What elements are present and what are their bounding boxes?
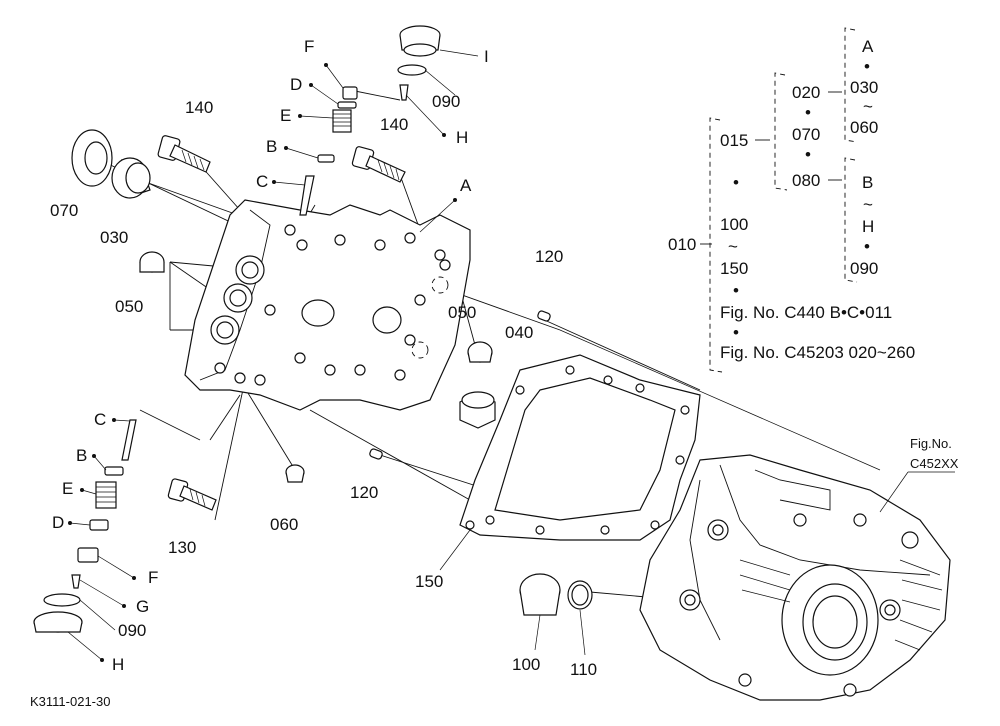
letter-G: G — [136, 597, 149, 616]
tree-dot-5: • — [864, 57, 870, 76]
tree-dot-1: • — [733, 173, 739, 192]
letter-H-upper: H — [456, 128, 468, 147]
tree-root: 010 — [668, 235, 696, 254]
tree-dot-6: • — [864, 237, 870, 256]
letter-F-upper: F — [304, 37, 314, 56]
tree-grpB-H: H — [862, 217, 874, 236]
tree-dot-2: • — [733, 281, 739, 300]
tree-fig-2: Fig. No. C45203 020~260 — [720, 343, 915, 362]
tree-grpA-060: 060 — [850, 118, 878, 137]
callout-100: 100 — [512, 655, 540, 674]
plug-060 — [285, 464, 305, 483]
fig-ref-case: Fig.No. C452XX — [879, 436, 959, 513]
fig-ref-line2: C452XX — [910, 456, 959, 471]
valve-cover — [184, 199, 471, 411]
letter-C-lower: C — [94, 410, 106, 429]
callout-150: 150 — [415, 572, 443, 591]
letter-F-lower: F — [148, 568, 158, 587]
letter-I: I — [484, 47, 489, 66]
letter-H-lower: H — [112, 655, 124, 674]
tree-150: 150 — [720, 259, 748, 278]
callout-040: 040 — [505, 323, 533, 342]
oring-090-lower — [43, 593, 81, 607]
callout-030: 030 — [100, 228, 128, 247]
pin-120-lower — [369, 448, 383, 460]
letter-D-lower: D — [52, 513, 64, 532]
callout-140-left: 140 — [185, 98, 213, 117]
bolt-140-right — [351, 146, 406, 183]
tree-100: 100 — [720, 215, 748, 234]
plug-050-left — [139, 251, 165, 273]
oring-110 — [567, 580, 593, 610]
callout-labels: 070 030 050 140 140 050 040 120 120 060 … — [50, 37, 597, 679]
tree-grpA-A: A — [862, 37, 874, 56]
footer-code: K3111-021-30 — [30, 694, 110, 709]
plug-050-right — [467, 341, 493, 363]
letter-E-upper: E — [280, 106, 291, 125]
tree-fig-1: Fig. No. C440 B•C•011 — [720, 303, 892, 322]
tree-grpB-090: 090 — [850, 259, 878, 278]
tree-tilde-2: ~ — [863, 97, 873, 116]
letter-E-lower: E — [62, 479, 73, 498]
letter-B-upper: B — [266, 137, 277, 156]
oring-090-upper — [397, 64, 427, 76]
tree-dot-3: • — [805, 103, 811, 122]
variant-tree: 010 015 • 100 ~ 150 • 020 • 070 • 080 A … — [668, 27, 915, 373]
tree-020: 020 — [792, 83, 820, 102]
callout-060: 060 — [270, 515, 298, 534]
tree-015: 015 — [720, 131, 748, 150]
bearing-070 — [71, 129, 113, 187]
tree-dot-7: • — [733, 323, 739, 342]
callout-130: 130 — [168, 538, 196, 557]
lower-valve-stack — [71, 419, 137, 589]
plug-100 — [519, 573, 561, 616]
callout-050-left: 050 — [115, 297, 143, 316]
tree-tilde-3: ~ — [863, 195, 873, 214]
callout-140-right: 140 — [380, 115, 408, 134]
leader-dots — [67, 49, 586, 662]
tree-dot-4: • — [805, 145, 811, 164]
tree-080: 080 — [792, 171, 820, 190]
upper-valve-stack — [299, 86, 358, 216]
callout-050-right: 050 — [448, 303, 476, 322]
bolt-140-left — [157, 135, 211, 173]
part-H-upper — [399, 84, 409, 101]
callout-110: 110 — [570, 660, 597, 679]
letter-A: A — [460, 176, 472, 195]
transmission-case — [639, 454, 951, 701]
plug-H-lower — [33, 611, 83, 633]
callout-120-lower: 120 — [350, 483, 378, 502]
tree-tilde-1: ~ — [728, 237, 738, 256]
callout-120-upper: 120 — [535, 247, 563, 266]
letter-B-lower: B — [76, 446, 87, 465]
assembly-lines — [99, 89, 881, 601]
plug-I — [399, 25, 441, 57]
tree-grpB-B: B — [862, 173, 873, 192]
tree-grpA-030: 030 — [850, 78, 878, 97]
gasket-150 — [459, 354, 701, 541]
bush-040 — [459, 391, 496, 429]
callout-090-upper: 090 — [432, 92, 460, 111]
bolt-130 — [167, 478, 217, 511]
tree-070: 070 — [792, 125, 820, 144]
callout-070: 070 — [50, 201, 78, 220]
callout-090-lower: 090 — [118, 621, 146, 640]
letter-C-upper: C — [256, 172, 268, 191]
fig-ref-line1: Fig.No. — [910, 436, 952, 451]
pin-120-upper — [537, 310, 551, 322]
letter-D-upper: D — [290, 75, 302, 94]
bush-030 — [111, 157, 151, 199]
